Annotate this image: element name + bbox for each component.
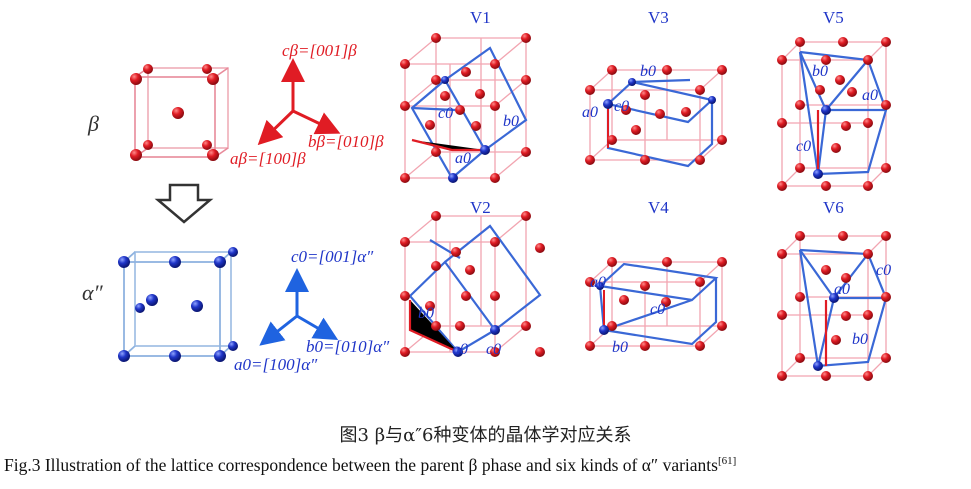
v5-c0-label: c0 [796,138,811,155]
v5-b0-label: b0 [812,63,828,80]
caption-chinese: 图3 β与α″6种变体的晶体学对应关系 [339,425,632,446]
alpha-b-axis-label: b0=[010]α″ [306,337,390,356]
v3-c0-label: c0 [614,98,629,115]
variant-v6: V6 c0 a0 b0 [777,198,891,381]
variant-v3-label: V3 [648,8,669,27]
v4-b0-label: b0 [612,339,628,356]
beta-axes [257,58,341,146]
alpha-c-axis-label: c0=[001]α″ [291,247,374,266]
variant-v1: V1 c0 b0 a0 [400,8,531,183]
variant-v1-label: V1 [470,8,491,27]
variant-v2: V2 b0 a0 c0 [400,198,545,358]
variant-v5-label: V5 [823,8,844,27]
caption-english-main: Fig.3 Illustration of the lattice corres… [4,455,718,475]
v4-a0-label: a0 [590,274,606,291]
variant-v4: V4 a0 c0 b0 [585,198,727,356]
v1-b0-label: b0 [503,113,519,130]
variant-v3: V3 b0 a0 c0 [582,8,727,168]
alpha-atoms [118,247,238,362]
v3-b0-label: b0 [640,63,656,80]
beta-b-axis-label: bβ=[010]β [308,132,384,151]
transformation-arrow-icon [154,183,214,224]
beta-label: β [87,111,99,136]
variant-v2-label: V2 [470,198,491,217]
beta-c-axis-label: cβ=[001]β [282,41,357,60]
v6-c0-label: c0 [876,262,891,279]
beta-a-axis-label: aβ=[100]β [230,149,306,168]
lattice-figure: β cβ=[001]β bβ=[010]β aβ=[100]β α″ [82,8,891,381]
alpha-label: α″ [82,280,104,305]
alpha-axes [259,268,339,346]
v4-c0-label: c0 [650,301,665,318]
v1-c0-label: c0 [438,105,453,122]
variant-v6-label: V6 [823,198,844,217]
alpha-a-axis-label: a0=[100]α″ [234,355,318,374]
v1-a0-label: a0 [455,150,471,167]
caption-english: Fig.3 Illustration of the lattice corres… [4,455,971,476]
variant-v5: V5 b0 a0 c0 [777,8,891,191]
v5-a0-label: a0 [862,87,878,104]
v6-b0-label: b0 [852,331,868,348]
caption-reference: [61] [717,455,737,468]
variant-v4-label: V4 [648,198,669,217]
beta-atoms [130,64,219,161]
v3-a0-label: a0 [582,104,598,121]
v2-b0-label: b0 [418,305,434,322]
v2-c0-label: c0 [486,341,501,358]
v6-a0-label: a0 [834,281,850,298]
v2-a0-label: a0 [452,341,468,358]
